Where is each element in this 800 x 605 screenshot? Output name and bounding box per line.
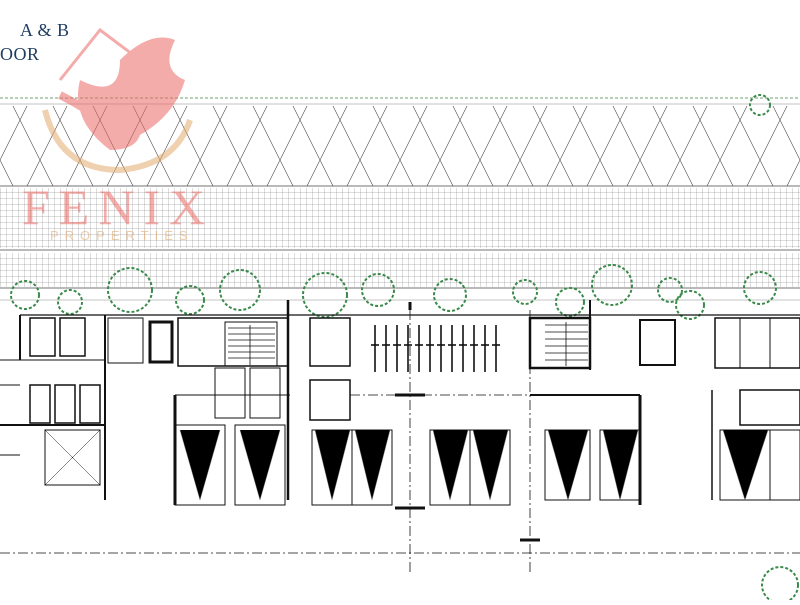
- tree-symbol: [433, 278, 467, 312]
- tree-symbol: [107, 267, 153, 313]
- header-line-1: A & B: [20, 20, 70, 40]
- watermark-tagline: PROPERTIES: [50, 228, 194, 243]
- parking-bays: [179, 429, 769, 501]
- building-footprint: [0, 300, 800, 506]
- tree-symbol: [512, 279, 538, 305]
- tree-symbol: [57, 289, 83, 315]
- tree-symbol: [761, 566, 799, 604]
- tree-symbol: [749, 94, 771, 116]
- tree-symbol: [591, 264, 633, 306]
- axis-lines: [0, 310, 800, 575]
- tree-row: [10, 94, 799, 604]
- tree-symbol: [219, 269, 261, 311]
- fenix-logo-graphic: [42, 27, 193, 174]
- header-line-2: OOR: [0, 44, 40, 64]
- tree-symbol: [675, 290, 705, 320]
- paving-grid-lower: [0, 253, 800, 287]
- bicycle-rack: [371, 325, 500, 372]
- stair-treads: [228, 322, 588, 366]
- tree-symbol: [10, 280, 40, 310]
- tree-symbol: [555, 287, 585, 317]
- paving-grid-upper: [0, 188, 800, 248]
- tree-symbol: [657, 277, 683, 303]
- tree-symbol: [302, 272, 348, 318]
- watermark-brand: FENIX: [22, 179, 215, 235]
- tree-symbol: [743, 271, 777, 305]
- tree-symbol: [175, 285, 205, 315]
- axis-markers: [395, 302, 540, 542]
- tree-symbol: [361, 273, 395, 307]
